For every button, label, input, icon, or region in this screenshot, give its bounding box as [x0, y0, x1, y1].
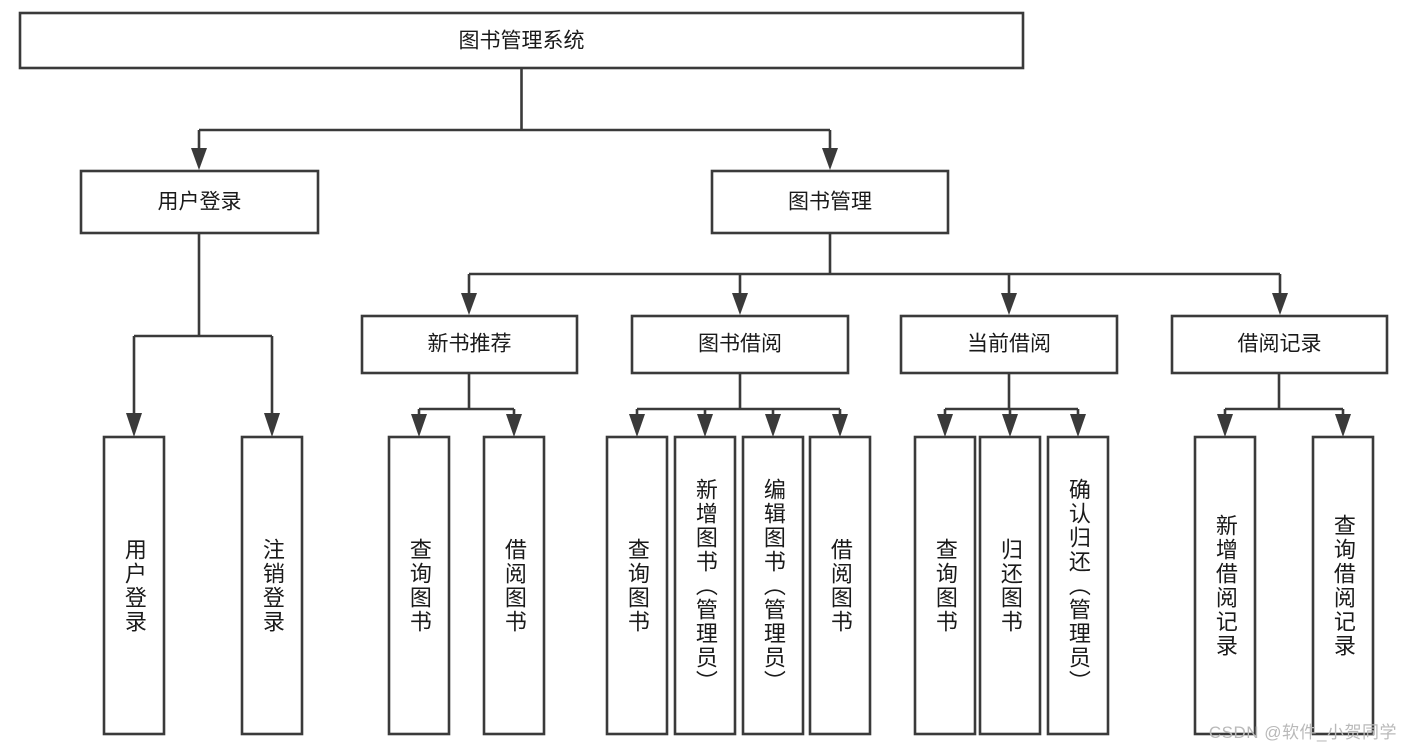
connector-new-book-recommend-to-leaves [411, 373, 522, 437]
leaf-box-query-book-borrow[interactable] [605, 435, 669, 736]
node-current-borrow-label: 当前借阅 [967, 333, 1051, 356]
node-new-book-recommend-label: 新书推荐 [428, 333, 512, 356]
leaf-box-borrow-book[interactable] [808, 435, 872, 736]
leaf-box-logout[interactable] [240, 435, 304, 736]
arrow-head-icon [1070, 414, 1086, 437]
node-book-borrow-label: 图书借阅 [698, 333, 782, 356]
node-new-book-recommend-box[interactable] [360, 314, 579, 375]
arrow-head-icon [461, 293, 477, 315]
connector-book-management-to-level2 [461, 233, 1288, 315]
arrow-head-icon [1002, 414, 1018, 437]
node-new-book-recommend[interactable]: 新书推荐 [360, 314, 579, 375]
leaf-box-borrow-book-recommend[interactable] [482, 435, 546, 736]
node-root-label: 图书管理系统 [459, 30, 585, 53]
leaf-box-add-borrow-record[interactable] [1193, 435, 1257, 736]
node-book-management-label: 图书管理 [788, 191, 872, 214]
node-book-borrow[interactable]: 图书借阅 [630, 314, 850, 375]
arrow-head-icon [937, 414, 953, 437]
leaf-box-edit-book-admin[interactable] [741, 435, 805, 736]
leaf-box-query-book-recommend[interactable] [387, 435, 451, 736]
leaf-box-query-book-current[interactable] [913, 435, 977, 736]
node-current-borrow[interactable]: 当前借阅 [899, 314, 1119, 375]
arrow-head-icon [191, 148, 207, 170]
leaf-box-confirm-return-admin[interactable] [1046, 435, 1110, 736]
node-current-borrow-box[interactable] [899, 314, 1119, 375]
node-book-management[interactable]: 图书管理 [710, 169, 950, 235]
arrow-head-icon [1217, 414, 1233, 437]
connector-borrow-record-to-leaves [1217, 373, 1351, 437]
arrow-head-icon [629, 414, 645, 437]
arrow-head-icon [1001, 293, 1017, 315]
node-user-login[interactable]: 用户登录 [79, 169, 320, 235]
leaf-box-user-login[interactable] [102, 435, 166, 736]
leaf-box-add-book-admin[interactable] [673, 435, 737, 736]
node-root[interactable]: 图书管理系统 [18, 11, 1025, 70]
arrow-head-icon [732, 293, 748, 315]
arrow-head-icon [506, 414, 522, 437]
connector-root-to-level1 [191, 68, 838, 170]
arrow-head-icon [126, 413, 142, 437]
arrow-head-icon [832, 414, 848, 437]
arrow-head-icon [822, 148, 838, 170]
leaf-box-return-book[interactable] [978, 435, 1042, 736]
node-root-box[interactable] [18, 11, 1025, 70]
watermark-text: CSDN @软件_小贺同学 [1208, 723, 1397, 742]
arrow-head-icon [1335, 414, 1351, 437]
arrow-head-icon [697, 414, 713, 437]
node-user-login-label: 用户登录 [158, 191, 242, 214]
node-borrow-record-label: 借阅记录 [1238, 333, 1322, 356]
connector-book-borrow-to-leaves [629, 373, 848, 437]
arrow-head-icon [264, 413, 280, 437]
arrow-head-icon [765, 414, 781, 437]
node-user-login-box[interactable] [79, 169, 320, 235]
node-borrow-record[interactable]: 借阅记录 [1170, 314, 1389, 375]
leaf-box-query-borrow-record[interactable] [1311, 435, 1375, 736]
arrow-head-icon [411, 414, 427, 437]
arrow-head-icon [1272, 293, 1288, 315]
connector-user-login-to-leaves [126, 233, 280, 437]
connector-current-borrow-to-leaves [937, 373, 1086, 437]
